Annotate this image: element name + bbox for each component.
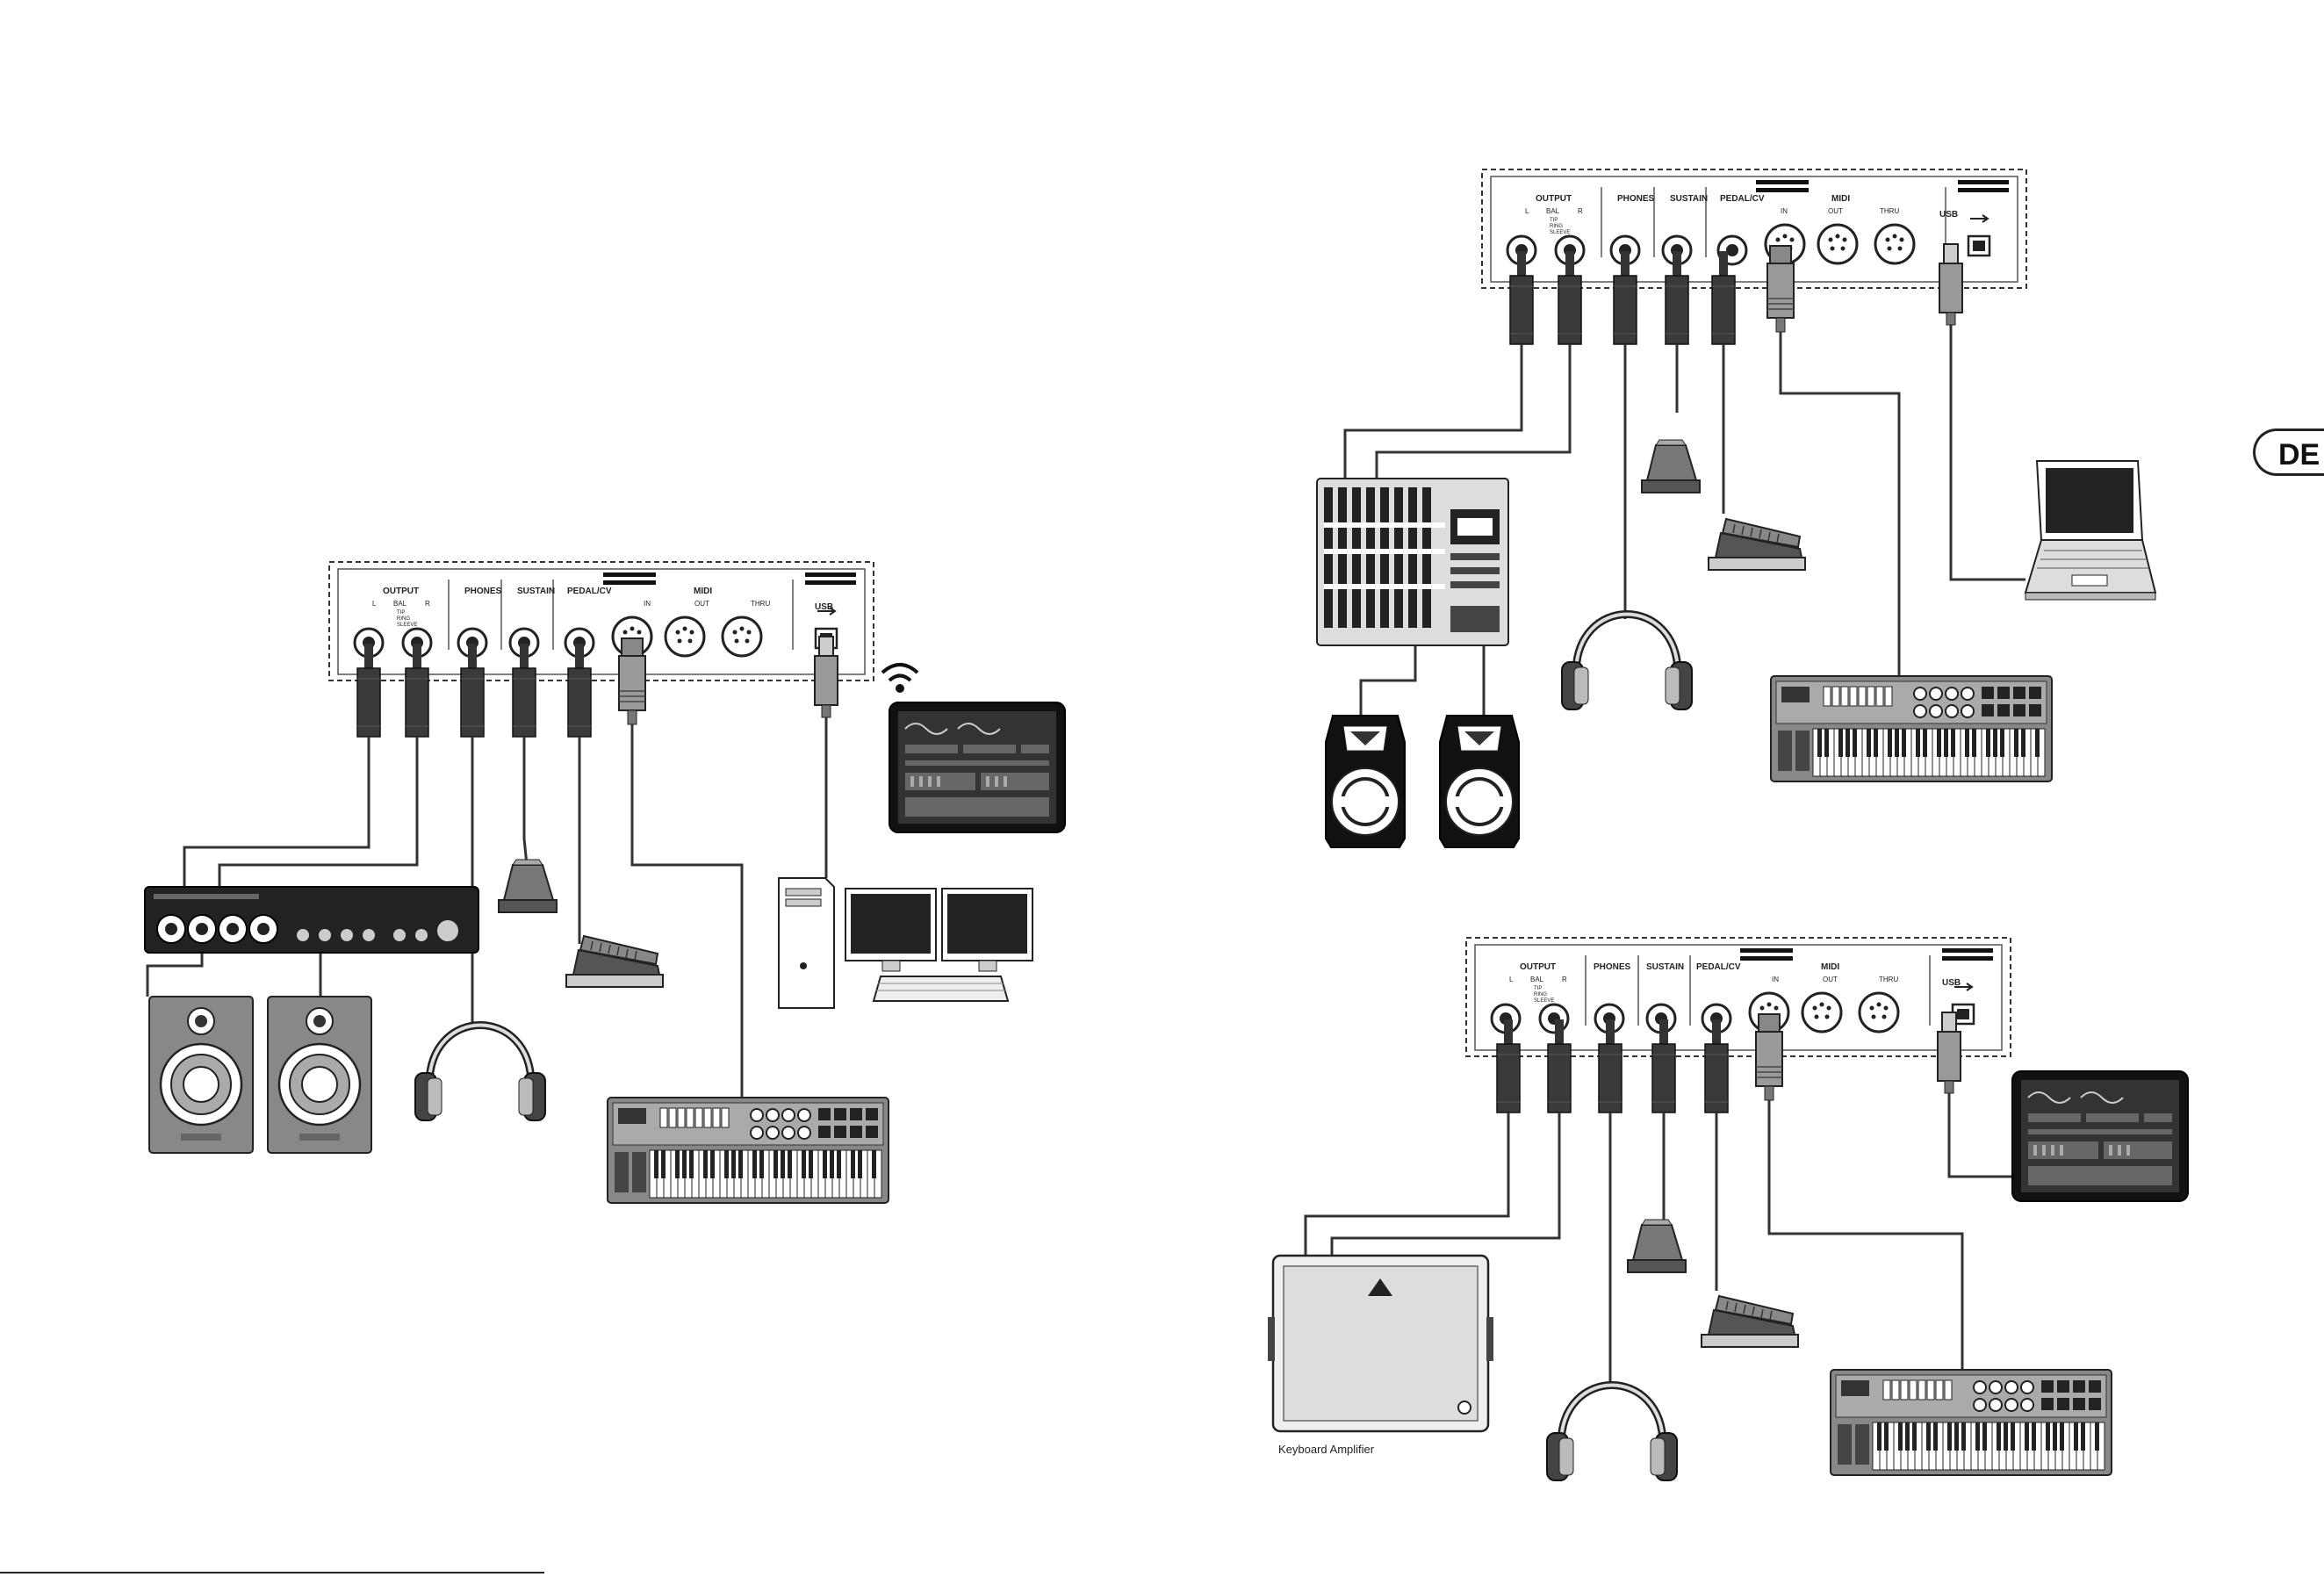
legend-tip: TIP (1550, 218, 1558, 223)
setup-2: OUTPUT L BAL R TIP RING SLEEVE PHONES SU… (1317, 169, 2155, 847)
sustain-pedal (1642, 440, 1700, 493)
expression-pedal (1702, 1296, 1798, 1347)
label-midi: MIDI (1821, 962, 1839, 972)
studio-monitor-left (149, 997, 253, 1153)
label-midi-in: IN (1781, 207, 1788, 215)
label-right: R (1562, 976, 1567, 983)
label-midi: MIDI (694, 587, 712, 596)
legend-ring: RING (1550, 224, 1563, 229)
legend-tip: TIP (1534, 986, 1542, 991)
label-output: OUTPUT (383, 587, 419, 596)
label-output: OUTPUT (1536, 194, 1572, 204)
legend-ring: RING (397, 616, 410, 622)
dual-monitors (845, 889, 1032, 1001)
keyboard-amplifier (1268, 1256, 1493, 1431)
label-pedal-cv: PEDAL/CV (567, 587, 612, 596)
label-sustain: SUSTAIN (1646, 962, 1684, 972)
headphones (1562, 615, 1692, 710)
tablet (2012, 1071, 2188, 1201)
label-pedal-cv: PEDAL/CV (1720, 194, 1765, 204)
label-midi-in: IN (644, 600, 651, 608)
legend-sleeve: SLEEVE (397, 623, 417, 628)
pa-speaker-right (1440, 716, 1519, 847)
keyboard-amplifier-caption: Keyboard Amplifier (1278, 1443, 1375, 1456)
label-midi-out: OUT (1823, 976, 1838, 983)
label-right: R (425, 600, 430, 608)
label-midi-out: OUT (1828, 207, 1843, 215)
label-midi-thru: THRU (1879, 976, 1898, 983)
label-phones: PHONES (1594, 962, 1631, 972)
label-midi-thru: THRU (1880, 207, 1899, 215)
label-phones: PHONES (464, 587, 502, 596)
rear-panel (1466, 938, 2011, 1056)
label-sustain: SUSTAIN (517, 587, 555, 596)
label-left: L (1525, 207, 1529, 215)
label-usb: USB (1939, 210, 1958, 220)
language-tab: DE (2253, 428, 2324, 476)
legend-sleeve: SLEEVE (1534, 998, 1554, 1004)
midi-keyboard (1831, 1370, 2112, 1475)
mixer (1317, 479, 1508, 645)
label-output: OUTPUT (1520, 962, 1556, 972)
sustain-pedal (1628, 1220, 1686, 1272)
setup-3: OUTPUT L BAL R TIP RING SLEEVE PHONES SU… (1268, 938, 2188, 1480)
label-right: R (1578, 207, 1583, 215)
label-left: L (372, 600, 377, 608)
midi-keyboard (608, 1098, 889, 1203)
label-midi-in: IN (1772, 976, 1779, 983)
laptop (2025, 461, 2155, 600)
tablet (889, 702, 1065, 832)
legend-tip: TIP (397, 610, 405, 616)
setup-1: OUTPUT L BAL R TIP RING SLEEVE PHONES SU… (145, 562, 1065, 1203)
sustain-pedal (499, 860, 557, 912)
headphones (1547, 1386, 1677, 1481)
label-usb: USB (1942, 978, 1961, 988)
label-pedal-cv: PEDAL/CV (1696, 962, 1741, 972)
midi-in-plug (619, 638, 645, 724)
midi-in-plug (1756, 1014, 1782, 1100)
rear-panel (329, 562, 874, 680)
label-bal: BAL (393, 600, 407, 608)
legend-sleeve: SLEEVE (1550, 230, 1570, 235)
midi-in-plug (1767, 246, 1794, 332)
label-midi: MIDI (1831, 194, 1850, 204)
desktop-computer (779, 878, 834, 1008)
label-sustain: SUSTAIN (1670, 194, 1708, 204)
label-bal: BAL (1530, 976, 1544, 983)
label-bal: BAL (1546, 207, 1560, 215)
label-usb: USB (815, 602, 833, 612)
legend-ring: RING (1534, 992, 1547, 997)
label-midi-thru: THRU (751, 600, 770, 608)
midi-keyboard (1771, 676, 2052, 781)
expression-pedal (1709, 519, 1805, 570)
label-left: L (1509, 976, 1514, 983)
studio-monitor-right (268, 997, 371, 1153)
audio-interface (145, 887, 478, 953)
label-phones: PHONES (1617, 194, 1655, 204)
pa-speaker-left (1326, 716, 1405, 847)
wifi-icon (882, 665, 917, 691)
headphones (415, 1026, 545, 1121)
label-midi-out: OUT (694, 600, 709, 608)
